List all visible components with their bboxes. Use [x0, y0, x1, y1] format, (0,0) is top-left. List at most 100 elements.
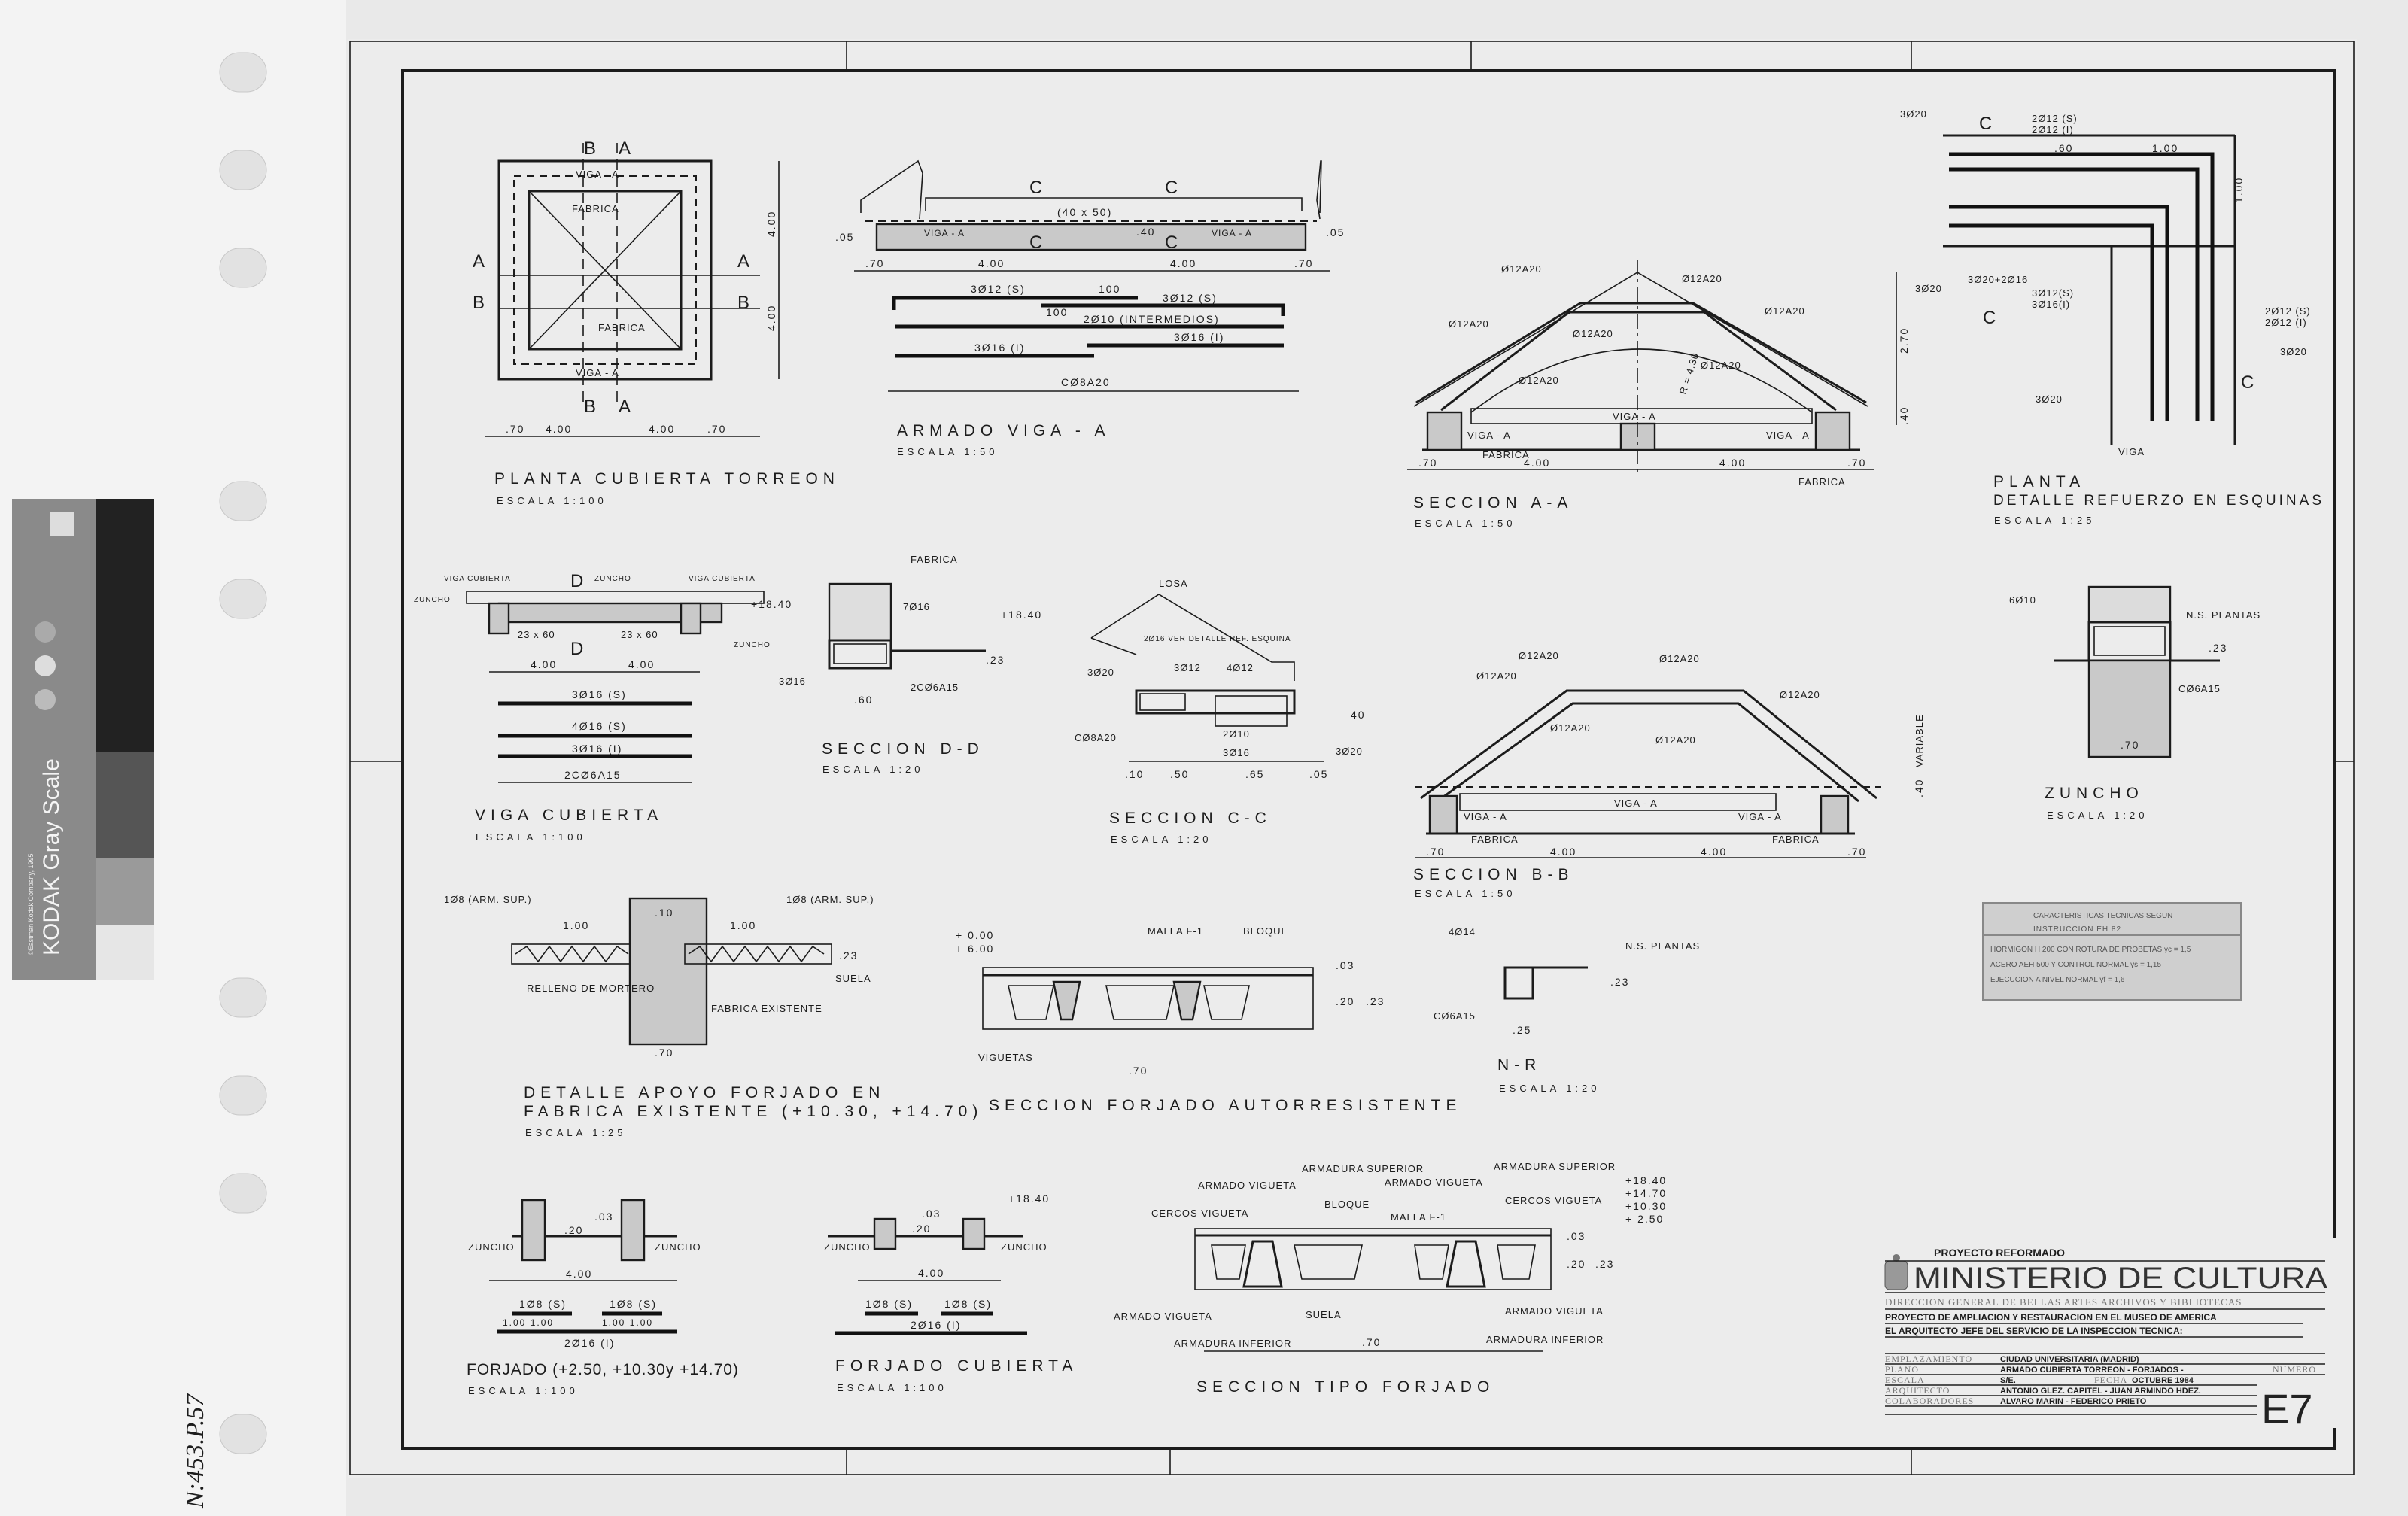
drawing-label: 2Ø10 (INTERMEDIOS)	[1084, 313, 1220, 325]
detail-title: VIGA CUBIERTA	[475, 807, 663, 824]
drawing-label: COLABORADORES	[1885, 1396, 1974, 1406]
sheet-number: E7	[2261, 1385, 2313, 1432]
drawing-label: B	[584, 396, 596, 417]
drawing-label: 4Ø14	[1449, 926, 1476, 937]
detail-seccion-b-b: Ø12A20 Ø12A20 Ø12A20 Ø12A20 Ø12A20 Ø12A2…	[1413, 650, 1925, 899]
drawing-label: .70	[1129, 1065, 1148, 1077]
drawing-label: .40	[1136, 226, 1155, 238]
drawing-label: 1.00	[2233, 177, 2245, 203]
drawing-label: 1Ø8 (S)	[610, 1298, 657, 1310]
drawing-label: ZUNCHO	[655, 1241, 701, 1253]
drawing-label: Ø12A20	[1780, 689, 1820, 700]
detail-seccion-d-d: FABRICA 7Ø16 +18.40 3Ø16 2CØ6A15 .60 .23…	[779, 554, 1041, 775]
drawing-label: .60	[854, 694, 873, 706]
drawing-label: VIGA - A	[576, 169, 619, 180]
drawing-label: C	[1983, 308, 1996, 328]
specs-box: CARACTERISTICAS TECNICAS SEGUN INSTRUCCI…	[1982, 902, 2242, 1001]
drawing-label: .03	[922, 1208, 941, 1220]
drawing-label: +14.70	[1625, 1187, 1667, 1199]
detail-title: SECCION TIPO FORJADO	[1196, 1378, 1494, 1396]
magenta-mark-icon	[35, 621, 56, 643]
drawing-label: Ø12A20	[1573, 328, 1613, 339]
drawing-label: MALLA F-1	[1148, 925, 1203, 937]
detail-seccion-c-c: LOSA 2Ø16 VER DETALLE REF. ESQUINA 3Ø12 …	[1075, 578, 1364, 845]
drawing-label: 1.00 1.00	[503, 1317, 554, 1328]
drawing-label: CERCOS VIGUETA	[1151, 1208, 1248, 1219]
detail-apoyo-forjado: 1Ø8 (ARM. SUP.) 1Ø8 (ARM. SUP.) 1.00 1.0…	[444, 894, 983, 1138]
drawing-label: 4Ø12	[1227, 662, 1254, 673]
drawing-label: 4.00	[566, 1268, 592, 1280]
drawing-label: 1Ø8 (ARM. SUP.)	[786, 894, 874, 905]
drawing-label: A	[473, 251, 485, 272]
drawing-label: BLOQUE	[1324, 1199, 1370, 1210]
drawing-label: 3Ø20	[1336, 746, 1363, 757]
drawing-label: FABRICA	[1798, 476, 1846, 488]
drawing-label: 7Ø16	[903, 601, 930, 612]
drawing-label: + 0.00	[956, 929, 994, 941]
detail-title: SECCION FORJADO AUTORRESISTENTE	[989, 1097, 1462, 1114]
drawing-label: C	[1165, 232, 1178, 253]
drawing-label: 3Ø12	[1174, 662, 1201, 673]
drawing-label: 3Ø16(I)	[2032, 299, 2070, 310]
drawing-label: ZUNCHO	[468, 1241, 515, 1253]
drawing-label: .23	[986, 654, 1005, 666]
drawing-label: VIGA - A	[1766, 430, 1810, 441]
drawing-label: ZUNCHO	[414, 596, 451, 604]
drawing-label: ESCALA 1:25	[525, 1127, 627, 1138]
drawing-label: 3Ø16 (S)	[572, 688, 627, 700]
drawing-label: Ø12A20	[1476, 670, 1517, 682]
detail-armado-viga-a: (40 x 50) .40 VIGA - A VIGA - A C C C C …	[835, 159, 1343, 457]
drawing-label: ESCALA	[1885, 1375, 1925, 1385]
drawing-label: CERCOS VIGUETA	[1505, 1195, 1602, 1206]
drawing-label: ESCALA 1:100	[476, 831, 586, 843]
drawing-label: 4.00	[765, 211, 777, 237]
drawing-label: FABRICA	[598, 322, 646, 333]
drawing-label: .70	[506, 423, 524, 435]
drawing-label: 23 x 60	[518, 629, 555, 640]
detail-seccion-a-a: Ø12A20 Ø12A20 Ø12A20 Ø12A20 Ø12A20 Ø12A2…	[1407, 260, 1910, 529]
drawing-label: ESCALA 1:50	[897, 446, 999, 457]
drawing-label: 100	[1099, 283, 1120, 295]
drawing-label: ARMADO VIGUETA	[1385, 1177, 1483, 1188]
drawing-label: .70	[865, 257, 884, 269]
drawing-label: .05	[835, 231, 854, 243]
detail-refuerzo-esquinas: 3Ø20 2Ø12 (S) 2Ø12 (I) .60 1.00 1.00 3Ø2…	[1900, 108, 2321, 526]
drawing-label: .40	[1913, 779, 1925, 797]
detail-title: N-R	[1497, 1056, 1541, 1074]
drawing-label: ARMADURA INFERIOR	[1486, 1334, 1604, 1345]
drawing-label: ESCALA 1:100	[468, 1385, 579, 1396]
kodak-copyright: ©Eastman Kodak Company, 1995	[27, 853, 35, 955]
drawing-label: ARQUITECTO	[1885, 1385, 1950, 1396]
drawing-label: +18.40	[751, 598, 792, 610]
drawing-label: 1.00 1.00	[602, 1317, 653, 1328]
drawing-label: .70	[655, 1047, 673, 1059]
drawing-label: (40 x 50)	[1057, 206, 1112, 218]
drawing-label: ZUNCHO	[594, 575, 631, 583]
drawing-label: 100	[1046, 306, 1068, 318]
drawing-label: VIGA - A	[1212, 228, 1252, 238]
drawing-label: DIRECCION GENERAL DE BELLAS ARTES ARCHIV…	[1885, 1296, 2242, 1308]
drawing-label: ARMADURA SUPERIOR	[1302, 1163, 1424, 1174]
drawing-label: 4.00	[765, 305, 777, 331]
drawing-label: CØ6A15	[2178, 683, 2221, 694]
drawing-label: VIGA - A	[1464, 811, 1507, 822]
drawing-label: N.S. PLANTAS	[1625, 940, 1700, 952]
drawing-label: ALVARO MARIN - FEDERICO PRIETO	[2000, 1397, 2147, 1406]
drawing-label: B	[473, 293, 485, 313]
drawing-label: .20	[1567, 1258, 1586, 1270]
drawing-label: 1Ø8 (S)	[519, 1298, 567, 1310]
detail-title: SECCION A-A	[1413, 494, 1573, 512]
detail-title: PLANTA	[1993, 473, 2085, 491]
drawing-label: FABRICA EXISTENTE (+10.30, +14.70)	[524, 1103, 983, 1120]
drawing-label: VIGA - A	[576, 367, 619, 378]
drawing-label: Ø12A20	[1682, 273, 1722, 284]
drawing-label: 1Ø8 (ARM. SUP.)	[444, 894, 532, 905]
drawing-label: .70	[1294, 257, 1313, 269]
drawing-label: VIGA - A	[1467, 430, 1511, 441]
drawing-label: 3Ø16	[1223, 747, 1250, 758]
drawing-label: .03	[1336, 959, 1354, 971]
detail-title: PLANTA CUBIERTA TORREON	[494, 470, 840, 488]
drawing-label: CØ8A20	[1061, 376, 1111, 388]
drawing-label: Ø12A20	[1449, 318, 1489, 330]
drawing-label: C	[1029, 232, 1042, 253]
